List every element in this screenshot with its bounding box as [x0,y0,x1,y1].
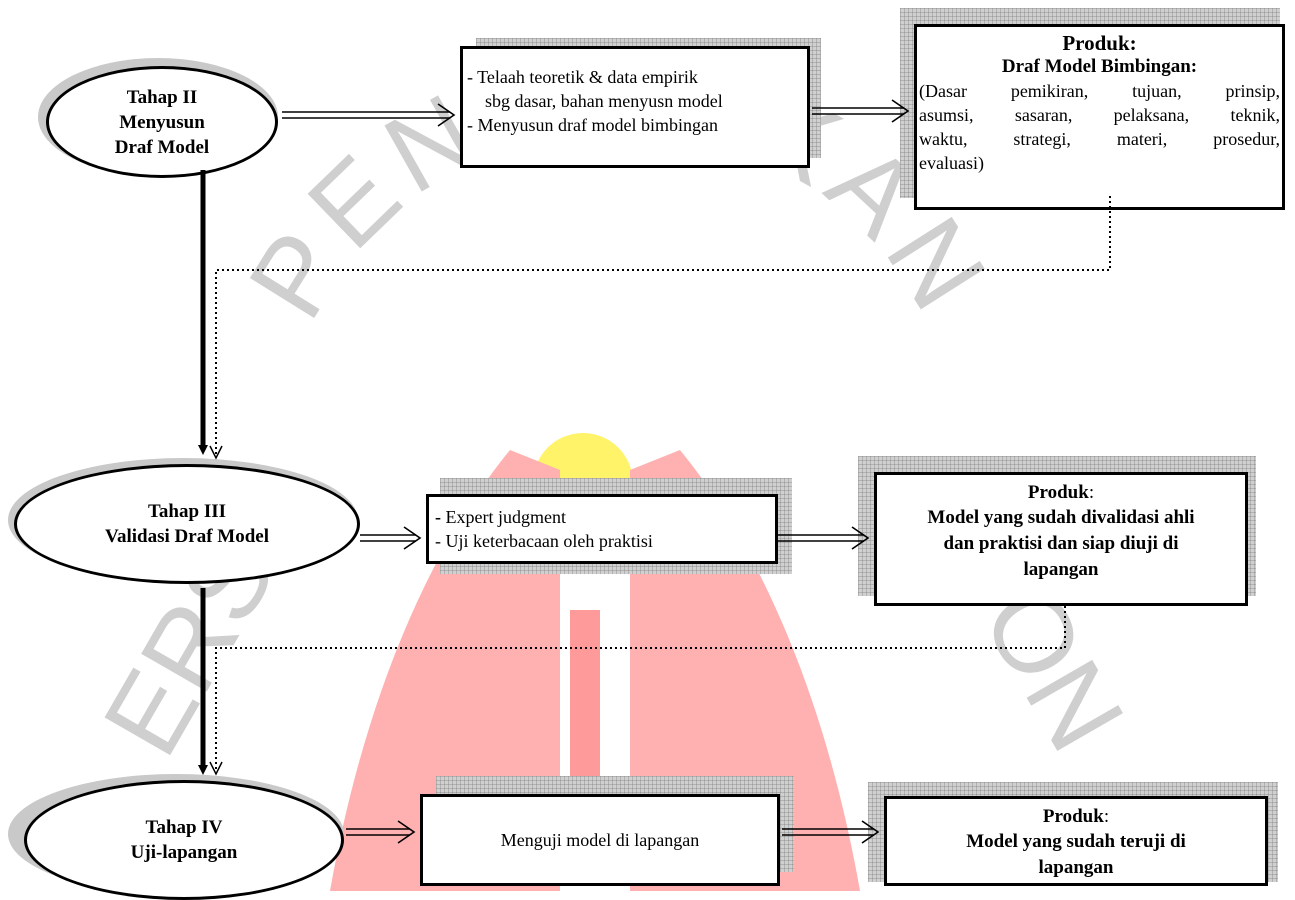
stage2-ellipse-line2: Menyusun [119,111,205,133]
dotted-feedback-stage3 [215,606,1066,772]
stage3-ellipse-line1: Tahap III [148,501,226,522]
arrow-stage3-activity-to-product [778,526,870,550]
stage4-ellipse: Tahap IV Uji-lapangan [24,780,344,900]
stage2-ellipse-line3: Draf Model [114,136,210,158]
stage3-activity-item1: Expert judgment [445,507,566,527]
stage4-ellipse-line2: Uji-lapangan [130,842,238,863]
stage2-activity-box: - Telaah teoretik & data empirik sbg das… [460,46,810,168]
stage4-product-title-line: Produk: [891,805,1261,829]
stage2-product-title: Produk: [1062,31,1137,55]
dotted-feedback-stage3-head [209,761,223,776]
stage2-ellipse: Tahap II Menyusun Draf Model [46,66,278,178]
stage3-activity-line1: - Expert judgment [435,505,769,529]
stage2-activity-line1: - Telaah teoretik & data empirik [467,67,698,87]
stage3-ellipse-line2: Validasi Draf Model [105,526,269,547]
stage2-product-line4: evaluasi) [919,153,984,173]
arrow-stage4-activity-to-product [782,820,880,844]
stage4-product-title: Produk [1042,806,1104,827]
stage3-activity-bullet: - [435,507,441,527]
arrow-stage2-to-activity [282,103,456,127]
stage3-activity-line2: - Uji keterbacaan oleh praktisi [435,531,653,551]
stage2-ellipse-line1: Tahap II [126,86,198,108]
arrow-stage2-activity-to-product [812,99,910,123]
stage2-activity-line3: - Menyusun draf model bimbingan [467,115,718,135]
stage3-ellipse: Tahap III Validasi Draf Model [14,464,360,584]
stage3-product-line1: Model yang sudah divalidasi ahli [927,507,1195,528]
dotted-feedback-stage2-head [209,445,223,460]
stage3-product-title-line: Produk: [881,481,1241,505]
stage2-product-line2: asumsi, sasaran, pelaksana, teknik, [919,105,1280,125]
arrow-stage3-to-activity [360,526,422,550]
dotted-feedback-stage2 [215,196,1111,456]
stage4-product-line1: Model yang sudah teruji di [966,831,1186,852]
stage3-product-box: Produk: Model yang sudah divalidasi ahli… [874,472,1248,606]
stage4-ellipse-line1: Tahap IV [145,817,223,838]
stage2-product-box: Produk: Draf Model Bimbingan: (Dasar pem… [914,24,1285,210]
stage2-product-line3: waktu, strategi, materi, prosedur, [919,129,1280,149]
stage2-product-subtitle: Draf Model Bimbingan: [1001,56,1198,77]
stage4-product-line2: lapangan [1038,857,1114,878]
stage4-activity-box: Menguji model di lapangan [420,794,780,886]
stage3-product-line2: dan praktisi dan siap diuji di [943,533,1179,554]
stage2-product-line1: (Dasar pemikiran, tujuan, prinsip, [919,81,1280,101]
stage4-product-box: Produk: Model yang sudah teruji di lapan… [884,796,1268,886]
stage2-activity-line2: sbg dasar, bahan menyusn model [485,91,723,111]
stage4-product-colon: : [1103,806,1110,827]
stage3-activity-box: - Expert judgment - Uji keterbacaan oleh… [426,494,778,564]
stage4-activity-text: Menguji model di lapangan [500,830,700,850]
arrow-stage4-to-activity [346,820,416,844]
stage3-product-colon: : [1088,482,1095,503]
stage3-product-line3: lapangan [1023,559,1099,580]
stage3-product-title: Produk [1027,482,1089,503]
